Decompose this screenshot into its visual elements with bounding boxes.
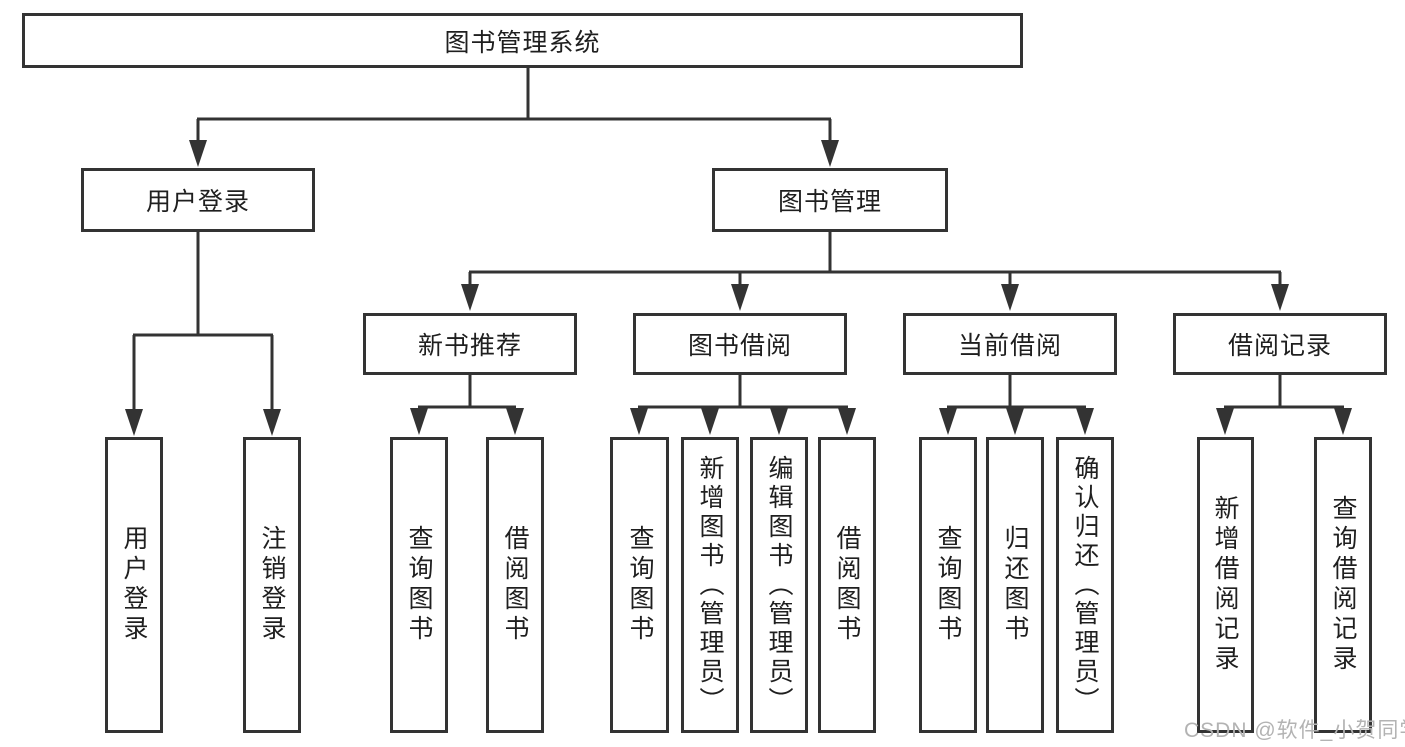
node-borrow-records: 借阅记录	[1173, 313, 1387, 375]
leaf-query-books-recommend: 查询图书	[390, 437, 448, 733]
leaf-edit-book-admin: 编辑图书（管理员）	[750, 437, 808, 733]
leaf-query-borrow-record: 查询借阅记录	[1314, 437, 1372, 733]
edge-book-management-to-level3	[461, 232, 1289, 311]
edge-current-borrow-to-leaves	[939, 375, 1094, 435]
edge-root-to-level2	[189, 66, 839, 167]
edge-borrow-records-to-leaves	[1216, 375, 1352, 435]
leaf-query-books-borrow: 查询图书	[610, 437, 669, 733]
edge-book-borrow-to-leaves	[630, 375, 856, 435]
leaf-borrow-books-recommend: 借阅图书	[486, 437, 544, 733]
leaf-borrow-books-borrow: 借阅图书	[818, 437, 876, 733]
edge-user-login-to-leaves	[125, 232, 281, 436]
node-user-login: 用户登录	[81, 168, 315, 232]
node-library-system: 图书管理系统	[22, 13, 1023, 68]
leaf-add-borrow-record: 新增借阅记录	[1197, 437, 1254, 733]
edge-new-book-to-leaves	[410, 375, 524, 435]
leaf-add-book-admin: 新增图书（管理员）	[681, 437, 739, 733]
node-book-management: 图书管理	[712, 168, 948, 232]
node-book-borrowing: 图书借阅	[633, 313, 847, 375]
leaf-confirm-return-admin: 确认归还（管理员）	[1056, 437, 1114, 733]
node-current-borrowing: 当前借阅	[903, 313, 1117, 375]
csdn-watermark: CSDN @软件_小贺同学	[1184, 719, 1405, 742]
leaf-user-login: 用户登录	[105, 437, 163, 733]
leaf-return-books: 归还图书	[986, 437, 1044, 733]
leaf-query-books-current: 查询图书	[919, 437, 977, 733]
leaf-logout: 注销登录	[243, 437, 301, 733]
node-new-book-recommend: 新书推荐	[363, 313, 577, 375]
